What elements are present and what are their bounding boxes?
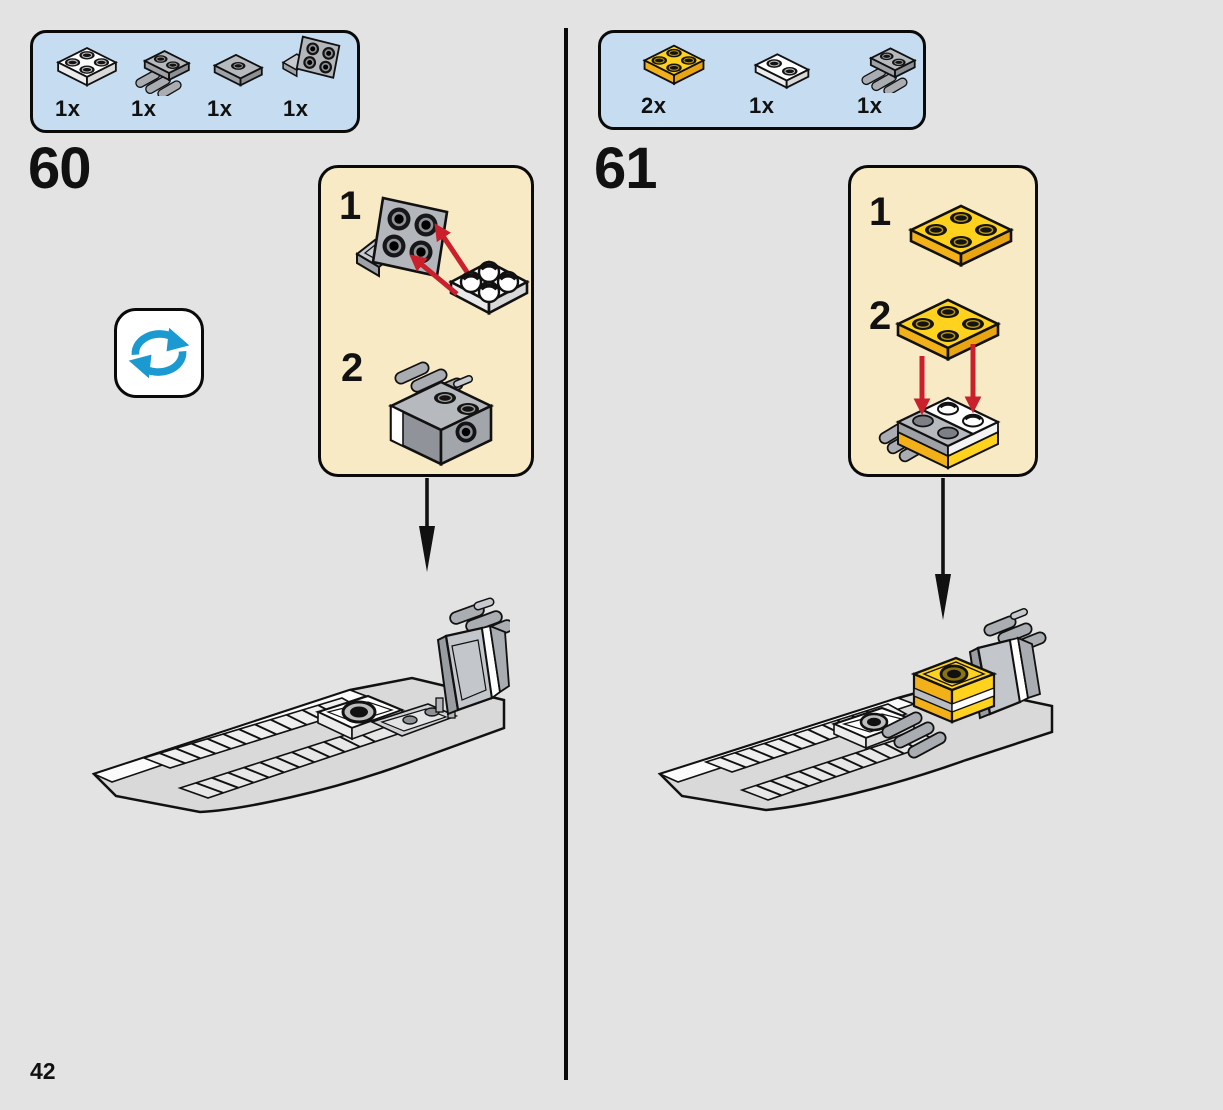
page-number: 42 (30, 1058, 56, 1084)
substep-1-label: 1 (339, 184, 362, 228)
substep-60-1-graphic (355, 196, 530, 316)
substep-2-label: 2 (341, 346, 364, 390)
substep-61-2-graphic (878, 298, 1002, 470)
part-item: 1x (743, 31, 821, 119)
part-item: 1x (201, 32, 277, 122)
substep-2-label: 2 (869, 294, 892, 338)
part-count: 1x (55, 96, 81, 121)
step-61-model (657, 608, 1054, 812)
step-60-model (91, 597, 510, 814)
gray-1x2-jumper-plate-icon (212, 53, 264, 87)
step-60-substep-box: 1 (318, 165, 534, 477)
substep-60-2-graphic (387, 361, 495, 467)
step-60-number: 60 (28, 136, 92, 201)
yellow-2x2-plate-icon (642, 44, 706, 86)
part-item: 2x (635, 31, 713, 119)
gray-1x2-2x2-bracket-icon (281, 35, 341, 79)
part-item: 1x (851, 31, 927, 119)
part-count: 2x (641, 93, 667, 118)
step-61-substep-box: 1 2 (848, 165, 1038, 477)
rotate-model-tile (114, 308, 204, 398)
part-item: 1x (125, 32, 201, 122)
gray-1x2-hinge-plate-icon (861, 47, 917, 93)
rotate-icon (128, 327, 190, 379)
substep-1-label: 1 (869, 190, 892, 234)
step-61-number: 61 (594, 136, 658, 201)
part-count: 1x (207, 96, 233, 121)
part-count: 1x (857, 93, 883, 118)
part-count: 1x (131, 96, 157, 121)
step-61-parts-box: 2x 1x (598, 30, 926, 130)
gray-1x2-hinge-plate-icon (135, 50, 191, 96)
substep-61-1-graphic (907, 204, 1015, 268)
step-60-parts-box: 1x 1x (30, 30, 360, 133)
panel-divider (564, 28, 568, 1080)
part-item: 1x (49, 32, 125, 122)
part-count: 1x (749, 93, 775, 118)
white-2x2-plate-icon (56, 47, 118, 87)
part-item: 1x (277, 26, 353, 122)
down-arrow-61 (935, 478, 951, 620)
white-1x2-plate-icon (753, 53, 811, 90)
down-arrow-60 (419, 478, 435, 572)
part-count: 1x (283, 96, 309, 121)
